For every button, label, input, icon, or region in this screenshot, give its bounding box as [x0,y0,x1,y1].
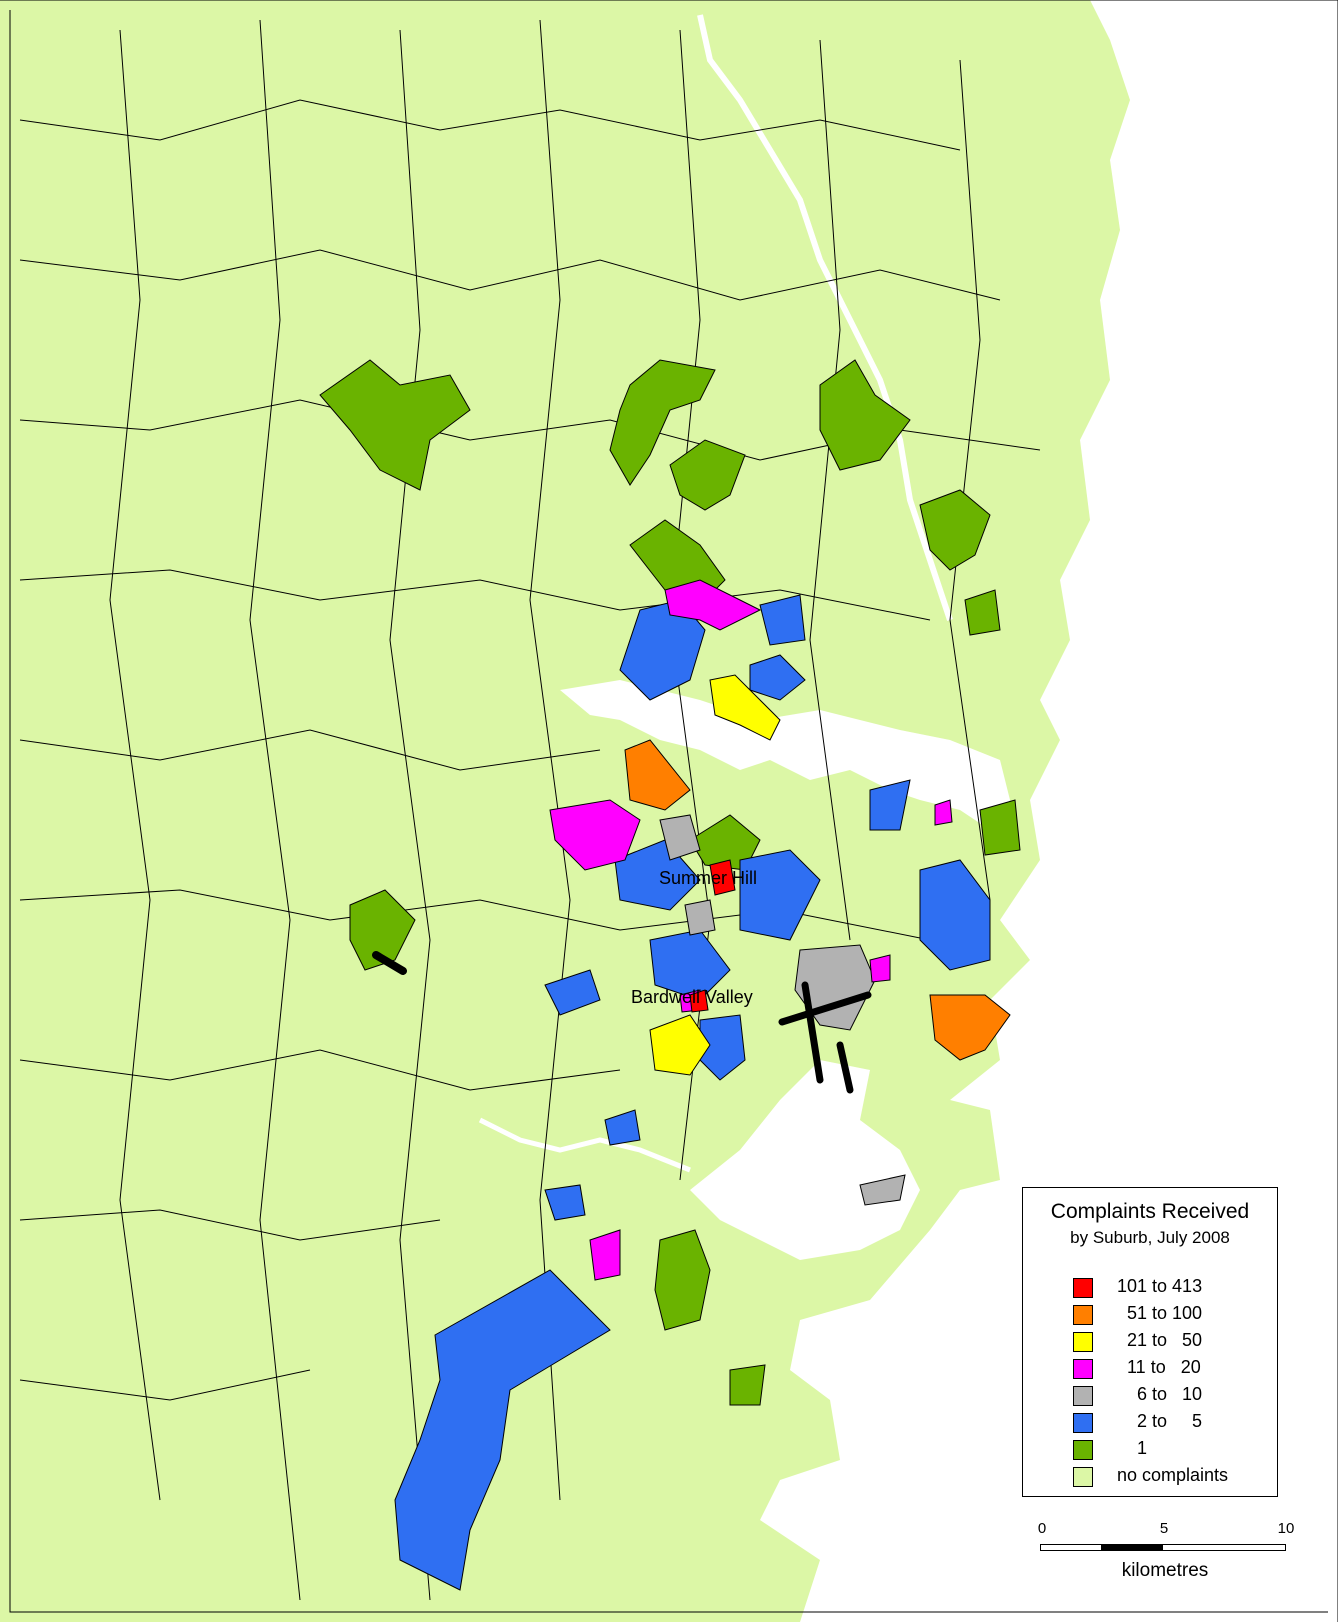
legend-swatch [1073,1386,1093,1406]
suburb-2c [749,654,806,701]
scale-tick-10: 10 [1277,1520,1295,1537]
scale-segment-2 [1101,1544,1163,1551]
summer-hill-label: Summer Hill [659,868,758,888]
runway-2 [836,1041,854,1094]
bardwell-valley-label: Bardwell Valley [631,987,753,1007]
suburb-1k [689,814,761,871]
suburb-2e [739,849,821,941]
legend-swatch [1073,1305,1093,1325]
suburb-2k [604,1109,641,1146]
suburb-1i [654,1229,711,1331]
suburb-51a [624,739,691,811]
suburb-101b [689,989,709,1013]
legend-label: 6 to 10 [1117,1384,1203,1404]
suburb-2b [759,594,806,646]
runway-1 [801,981,824,1084]
legend-swatch [1073,1440,1093,1460]
suburb-51b [929,994,1011,1061]
legend-title: Complaints Received [1050,1200,1250,1223]
suburb-1j [729,1364,766,1406]
suburb-2l [544,1184,586,1221]
legend-label: 21 to 50 [1117,1330,1203,1350]
suburbs-21-50 [649,674,781,1076]
botany-bay [690,1060,920,1260]
scale-tick-0: 0 [1037,1520,1047,1537]
legend-label: 101 to 413 [1117,1276,1203,1296]
suburb-21b [649,1014,711,1076]
suburb-1a [319,359,471,491]
suburb-101a [709,859,736,896]
suburb-2g [544,969,601,1016]
suburbs-51-100 [624,739,1011,1061]
legend-label: 2 to 5 [1117,1411,1203,1431]
legend-label: no complaints [1117,1465,1229,1485]
scale-segment-3 [1162,1544,1286,1551]
airport-runways [372,951,872,1094]
suburb-1b [609,359,716,486]
suburb-1l [979,799,1021,856]
suburb-2h [919,859,991,971]
legend-subtitle: by Suburb, July 2008 [1070,1228,1230,1247]
map-legend: Complaints Received by Suburb, July 2008… [1022,1187,1278,1497]
suburb-1h [349,889,416,971]
legend-swatch [1073,1278,1093,1298]
suburb-1e [919,489,991,571]
scale-tick-5: 5 [1159,1520,1169,1537]
legend-swatch [1073,1332,1093,1352]
suburbs-2-5 [394,594,991,1591]
suburb-1c [669,439,746,511]
scale-unit: kilometres [1121,1560,1209,1581]
legend-swatch [1073,1359,1093,1379]
suburb-11d [934,799,953,826]
scale-segment-1 [1040,1544,1102,1551]
suburb-2i [869,779,911,831]
runway-4 [372,951,407,975]
suburb-11c [869,954,891,983]
legend-label: 51 to 100 [1117,1303,1203,1323]
river-south [478,1117,691,1173]
suburb-2m [394,1269,611,1591]
suburb-6b [684,899,716,936]
scale-bar: 0 5 10 kilometres [1037,1520,1295,1600]
suburb-6d [859,1174,906,1206]
suburb-11a [664,579,762,631]
suburb-1f [964,589,1001,636]
suburb-11b [549,799,641,871]
legend-label: 11 to 20 [1117,1357,1201,1377]
suburbs-1-complaint [319,359,1021,1406]
legend-swatch [1073,1467,1093,1487]
legend-swatch [1073,1413,1093,1433]
suburbs-101-413 [689,859,736,1013]
suburb-6a [659,814,701,861]
suburbs-11-20 [549,579,953,1281]
suburb-21a [709,674,781,741]
suburb-1d [819,359,911,471]
suburb-11e [589,1229,621,1281]
runway-3 [778,991,872,1026]
legend-label: 1 [1117,1438,1148,1458]
river [697,14,953,621]
